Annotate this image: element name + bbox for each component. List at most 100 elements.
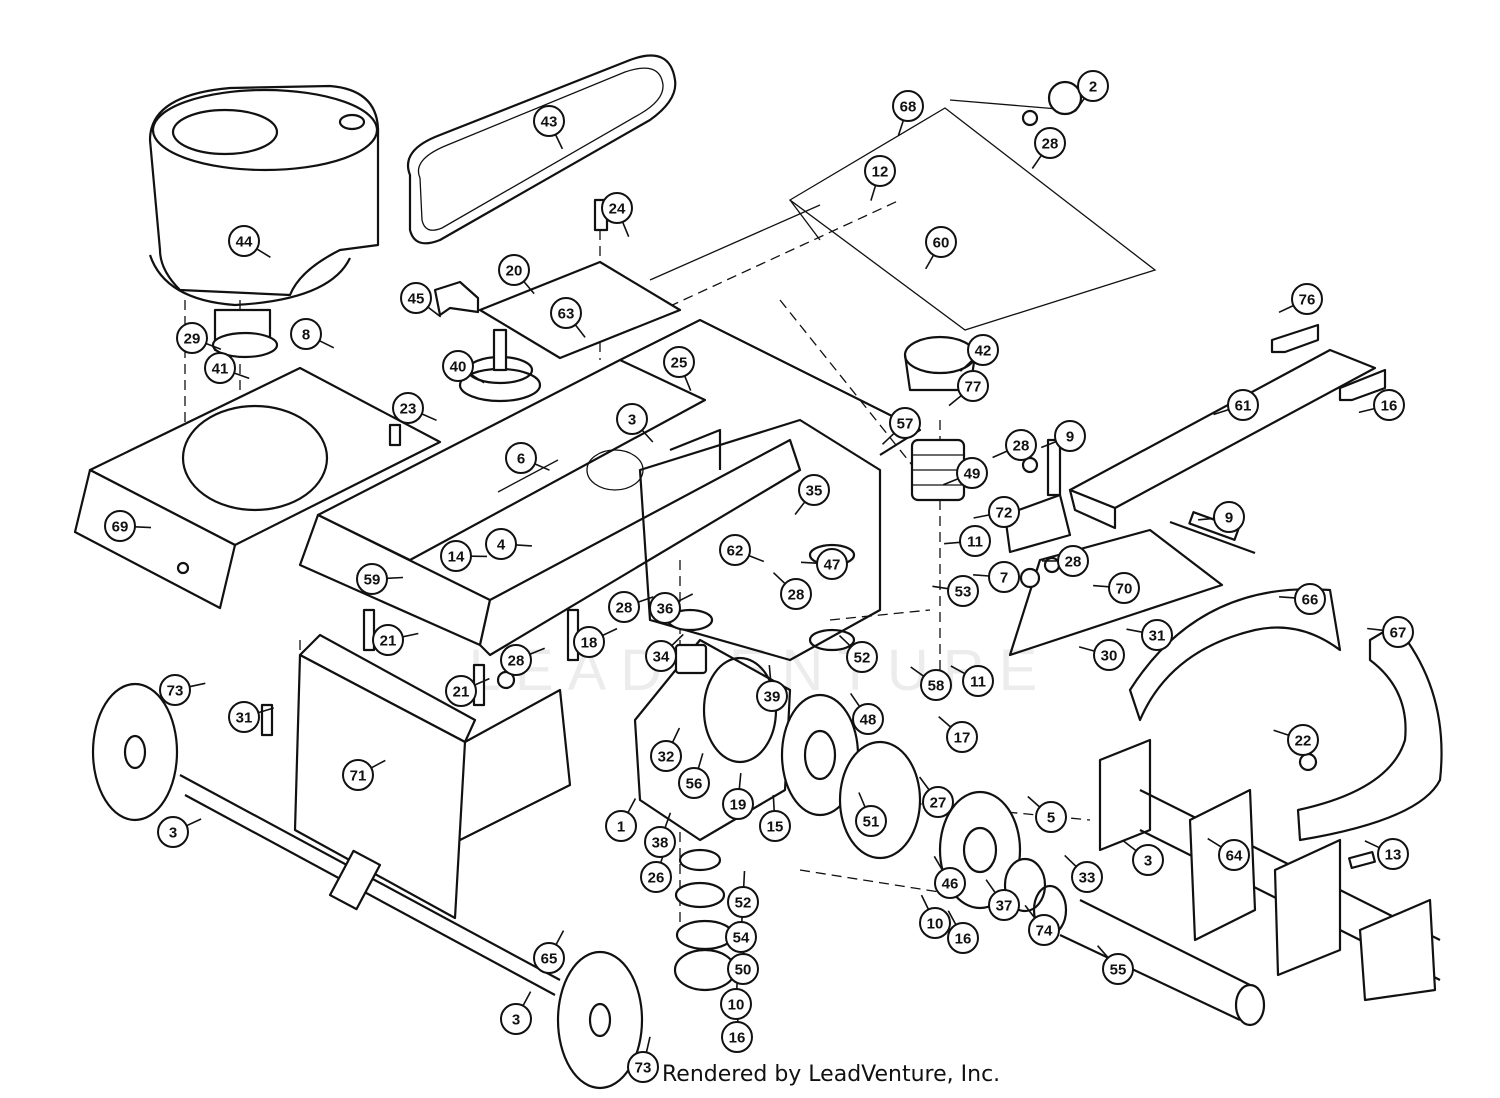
- callout-leader-lines: [134, 97, 1384, 1053]
- callout-circle: [1141, 619, 1173, 651]
- callout-21: 21: [372, 624, 404, 656]
- callout-12: 12: [864, 155, 896, 187]
- callout-number: 16: [955, 931, 972, 948]
- callout-8: 8: [290, 318, 322, 350]
- callout-circle: [500, 1003, 532, 1035]
- callout-circle: [1034, 127, 1066, 159]
- callout-number: 67: [1390, 625, 1407, 642]
- callout-5: 5: [1035, 801, 1067, 833]
- callout-11: 11: [962, 665, 994, 697]
- callout-circle: [204, 352, 236, 384]
- leader-line: [772, 794, 775, 812]
- front-shield: [293, 633, 572, 920]
- callout-circle: [855, 805, 887, 837]
- callout-circle: [1218, 839, 1250, 871]
- callout-circle: [756, 680, 788, 712]
- callout-number: 45: [408, 291, 425, 308]
- callout-number: 16: [1381, 398, 1398, 415]
- callout-number: 8: [302, 327, 310, 344]
- callout-circle: [920, 669, 952, 701]
- callout-28: 28: [1034, 127, 1066, 159]
- callout-77: 77: [957, 370, 989, 402]
- callout-circle: [1291, 283, 1323, 315]
- skid-and-handle: [1003, 323, 1387, 657]
- transport-wheels: [91, 682, 644, 1090]
- callout-number: 18: [581, 635, 598, 652]
- leader-line: [1096, 945, 1109, 959]
- callout-circle: [1005, 429, 1037, 461]
- callout-32: 32: [650, 740, 682, 772]
- callout-3: 3: [616, 403, 648, 435]
- callout-circle: [780, 578, 812, 610]
- callout-number: 58: [928, 678, 945, 695]
- callout-10: 10: [919, 907, 951, 939]
- leader-line: [427, 306, 442, 318]
- leader-line: [256, 248, 271, 258]
- callout-circle: [798, 474, 830, 506]
- callout-10: 10: [720, 988, 752, 1020]
- callout-number: 26: [648, 870, 665, 887]
- callout-number: 9: [1066, 429, 1074, 446]
- callout-number: 63: [558, 306, 575, 323]
- callout-circle: [988, 496, 1020, 528]
- callout-circle: [934, 867, 966, 899]
- callout-36: 36: [649, 592, 681, 624]
- callout-circle: [759, 810, 791, 842]
- leader-line: [534, 463, 550, 471]
- engine-mount-plate: [73, 366, 442, 610]
- callout-48: 48: [852, 703, 884, 735]
- callout-16: 16: [1373, 389, 1405, 421]
- drive-belt: [407, 54, 677, 245]
- callout-number: 68: [900, 99, 917, 116]
- callout-number: 43: [541, 114, 558, 131]
- callout-number: 44: [236, 234, 253, 251]
- callout-number: 32: [658, 749, 675, 766]
- callout-circle: [159, 674, 191, 706]
- leader-line: [602, 627, 618, 637]
- callout-number: 23: [400, 401, 417, 418]
- callout-number: 3: [628, 412, 636, 429]
- callout-circle: [372, 624, 404, 656]
- callout-31: 31: [228, 701, 260, 733]
- callout-74: 74: [1028, 914, 1060, 946]
- leader-line: [1064, 854, 1077, 868]
- callout-circle: [392, 392, 424, 424]
- callout-40: 40: [442, 350, 474, 382]
- callout-circle: [846, 641, 878, 673]
- leader-line: [421, 413, 437, 422]
- callout-number: 29: [184, 331, 201, 348]
- callout-27: 27: [922, 786, 954, 818]
- callout-circle: [440, 540, 472, 572]
- leader-line: [947, 910, 957, 926]
- callout-20: 20: [498, 254, 530, 286]
- callout-number: 9: [1225, 510, 1233, 527]
- parts-line-drawing: [73, 54, 1443, 1090]
- callout-31: 31: [1141, 619, 1173, 651]
- leader-line: [1093, 584, 1110, 588]
- leader-line: [621, 221, 630, 238]
- callout-circle: [1132, 844, 1164, 876]
- callout-49: 49: [956, 457, 988, 489]
- callout-number: 10: [728, 997, 745, 1014]
- leader-line: [370, 759, 386, 769]
- callout-circle: [645, 640, 677, 672]
- callout-number: 28: [1042, 136, 1059, 153]
- callout-circle: [601, 192, 633, 224]
- leader-line: [470, 373, 485, 384]
- callout-70: 70: [1108, 572, 1140, 604]
- callout-22: 22: [1287, 724, 1319, 756]
- leader-line: [205, 342, 222, 351]
- callout-number: 69: [112, 519, 129, 536]
- leader-line: [1213, 408, 1229, 416]
- leader-line: [697, 753, 704, 769]
- callout-circle: [1054, 420, 1086, 452]
- leader-line: [1027, 795, 1041, 808]
- callout-6: 6: [505, 442, 537, 474]
- callout-circle: [1102, 953, 1134, 985]
- leader-line: [870, 185, 877, 201]
- callout-circle: [498, 254, 530, 286]
- callout-circle: [947, 575, 979, 607]
- callout-circle: [533, 942, 565, 974]
- callout-circle: [356, 563, 388, 595]
- callout-circle: [640, 861, 672, 893]
